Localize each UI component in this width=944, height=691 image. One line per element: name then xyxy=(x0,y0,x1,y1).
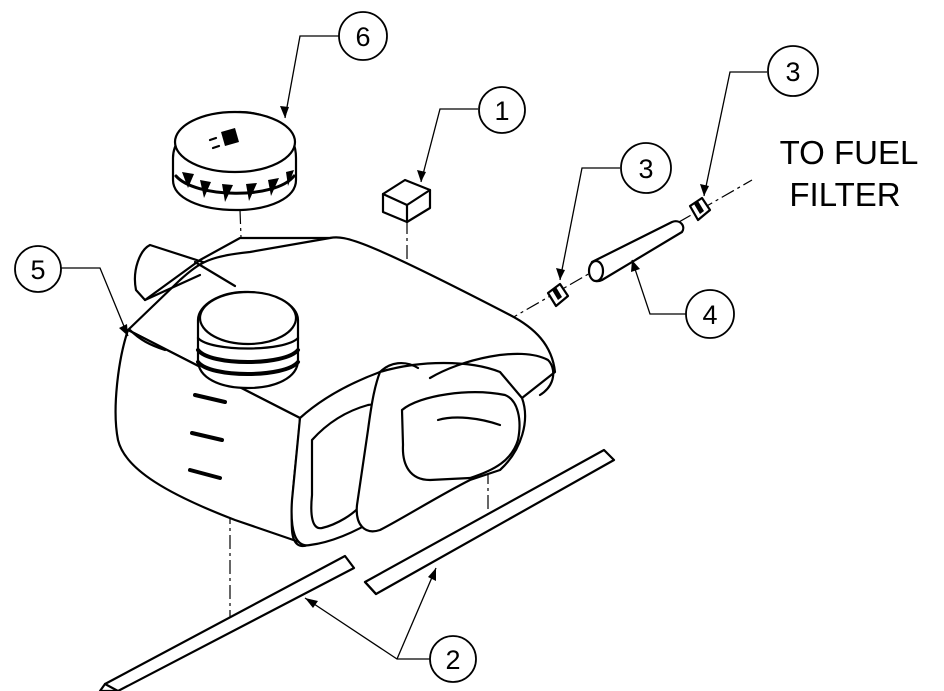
fuel-line-hose xyxy=(587,220,685,283)
callout-5: 5 xyxy=(14,245,62,293)
callout-4: 4 xyxy=(685,289,735,339)
callout-3-left-label: 3 xyxy=(638,154,653,184)
callout-3-left: 3 xyxy=(620,142,672,194)
note-line-1: TO FUEL xyxy=(780,134,919,171)
callout-1: 1 xyxy=(478,86,526,134)
leader-lines xyxy=(60,35,767,660)
fuel-cap xyxy=(171,110,298,212)
callout-3-right: 3 xyxy=(767,45,819,97)
hose-clamp-left xyxy=(546,282,570,308)
callout-6: 6 xyxy=(338,11,388,61)
fuel-tank-block-part xyxy=(381,178,432,224)
fuel-filter-note: TO FUEL FILTER xyxy=(780,134,919,213)
callout-6-label: 6 xyxy=(355,22,370,52)
callout-2: 2 xyxy=(429,635,477,683)
callout-3-right-label: 3 xyxy=(785,57,800,87)
note-line-2: FILTER xyxy=(789,176,900,213)
callout-2-label: 2 xyxy=(445,645,460,675)
callout-1-label: 1 xyxy=(494,96,509,126)
filler-neck xyxy=(196,290,300,390)
callout-5-label: 5 xyxy=(30,255,45,285)
fuel-tank-body xyxy=(114,236,557,548)
tank-strap-right xyxy=(363,448,616,596)
tank-strap-left xyxy=(98,554,356,691)
callout-4-label: 4 xyxy=(702,300,717,330)
hose-clamp-right xyxy=(688,196,712,222)
